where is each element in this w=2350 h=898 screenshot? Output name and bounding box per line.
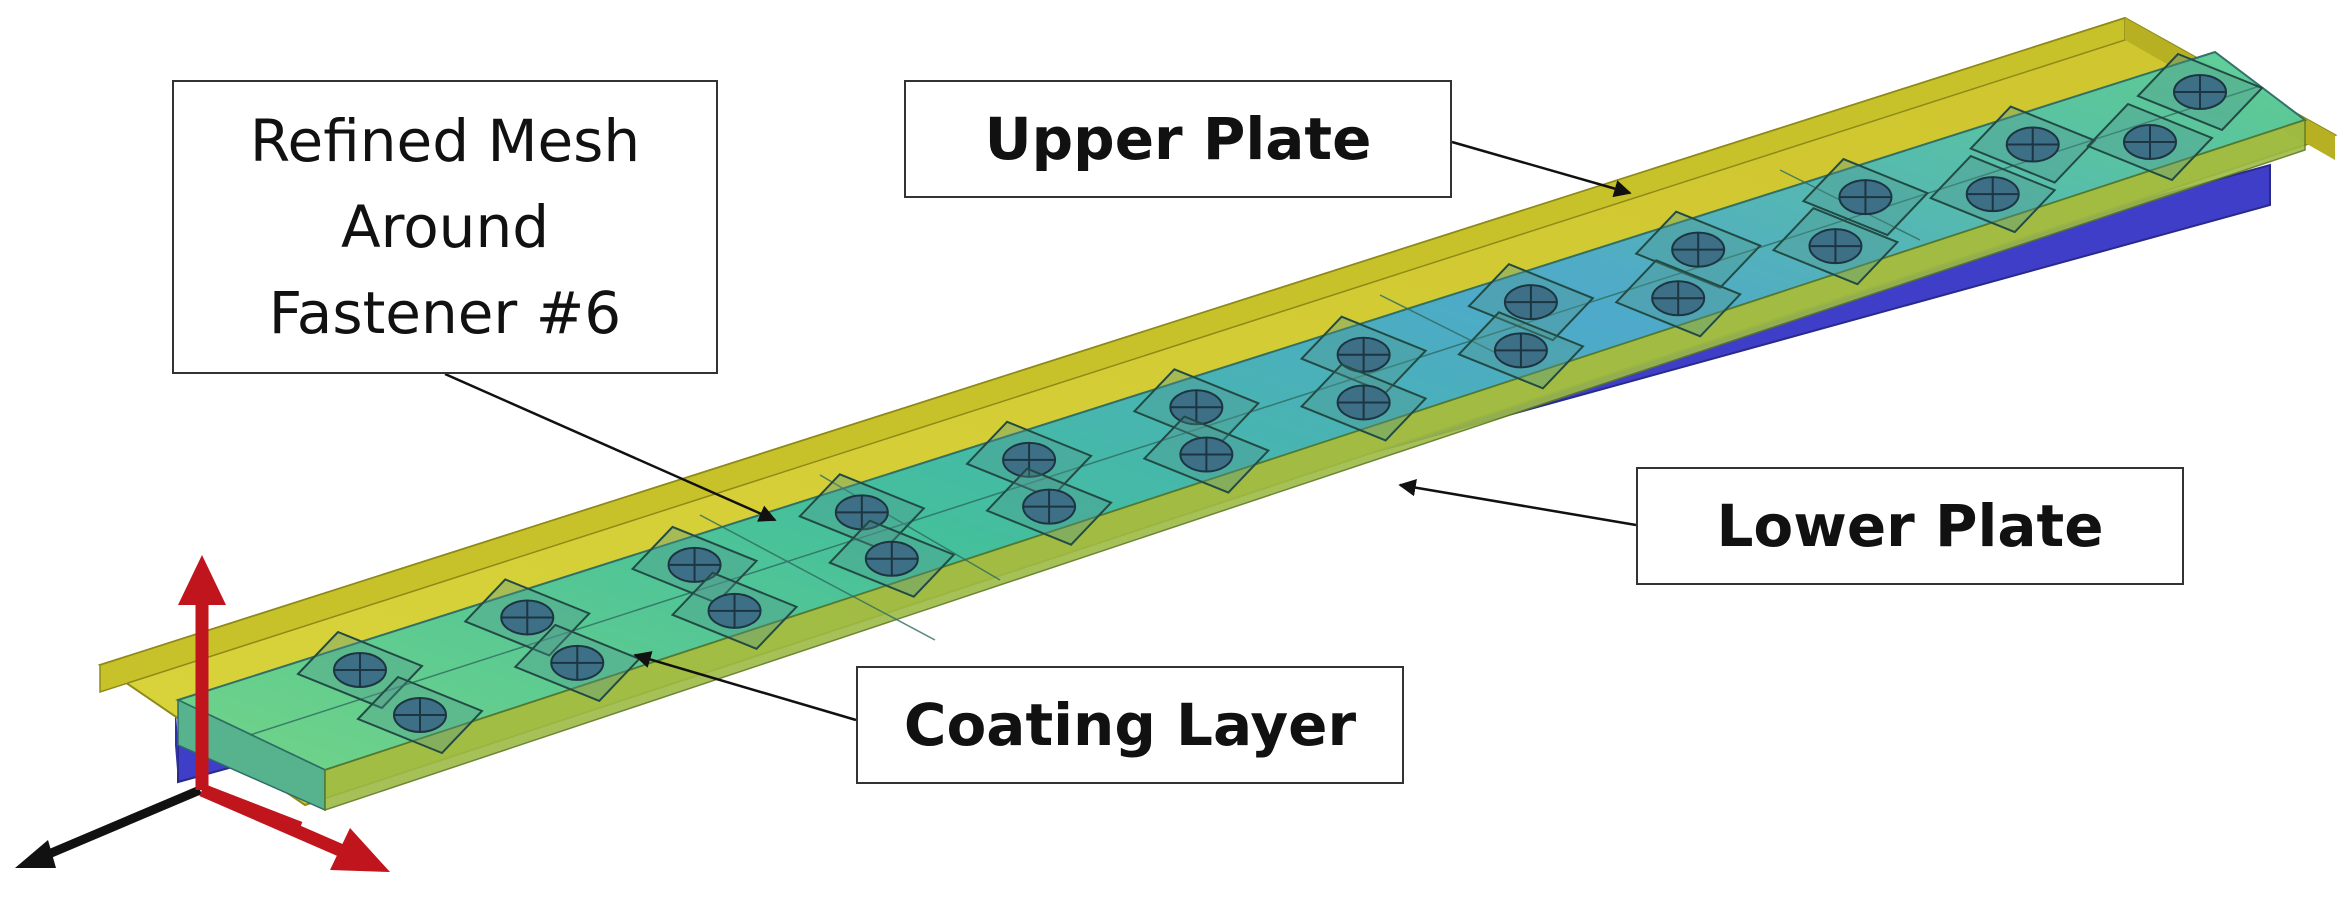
lower-plate-text: Lower Plate	[1716, 492, 2104, 560]
refined-mesh-leader	[444, 372, 777, 522]
lower-plate-end	[175, 700, 178, 782]
fastener-2	[463, 578, 592, 657]
fastener-19	[1299, 363, 1428, 442]
leader-arrows	[444, 140, 1637, 722]
fastener-11	[1968, 105, 2097, 184]
axis-red-vertical-head	[178, 555, 226, 605]
upper-plate-label: Upper Plate	[904, 80, 1452, 198]
fastener-13	[356, 675, 484, 755]
fastener-20	[1457, 311, 1585, 390]
fastener-22	[1771, 206, 1900, 286]
fastener-21	[1614, 259, 1742, 338]
fastener-16	[828, 519, 956, 598]
lower-plate-leader	[1398, 479, 1637, 527]
fastener-14	[513, 623, 642, 703]
fastener-group	[296, 52, 2264, 755]
fastener-12	[2136, 52, 2264, 132]
fastener-7	[1299, 315, 1428, 394]
fastener-1	[296, 630, 424, 710]
coating-layer-front	[324, 118, 2306, 812]
coating-layer-label: Coating Layer	[856, 666, 1404, 784]
refined-mesh-line-1: Refined Mesh	[249, 107, 641, 175]
fastener-5	[965, 420, 1093, 500]
coating-layer-text: Coating Layer	[903, 691, 1357, 759]
refined-mesh-line-2: Around	[340, 193, 550, 261]
fastener-10	[1801, 157, 1930, 237]
axis-red-horizontal-head	[330, 828, 390, 872]
refined-mesh-label: Refined Mesh Around Fastener #6	[172, 80, 718, 374]
coating-layer-leader	[633, 651, 857, 722]
fastener-8	[1467, 262, 1595, 342]
fastener-9	[1634, 210, 1762, 289]
fastener-24	[2086, 102, 2214, 182]
lower-plate-label: Lower Plate	[1636, 467, 2184, 585]
fastener-23	[1928, 154, 2057, 234]
upper-plate-leader	[1451, 140, 1632, 198]
fastener-17	[985, 467, 1113, 546]
mesh-lines	[249, 85, 2261, 736]
axis-black	[28, 785, 202, 867]
refined-mesh-line-3: Fastener #6	[268, 279, 622, 347]
fastener-15	[670, 571, 799, 651]
coordinate-axes	[15, 555, 390, 872]
fastener-6	[1132, 368, 1261, 447]
fastener-18	[1142, 415, 1271, 494]
fastener-3	[630, 525, 759, 605]
upper-plate-text: Upper Plate	[984, 105, 1372, 173]
axis-black-head	[15, 840, 56, 868]
